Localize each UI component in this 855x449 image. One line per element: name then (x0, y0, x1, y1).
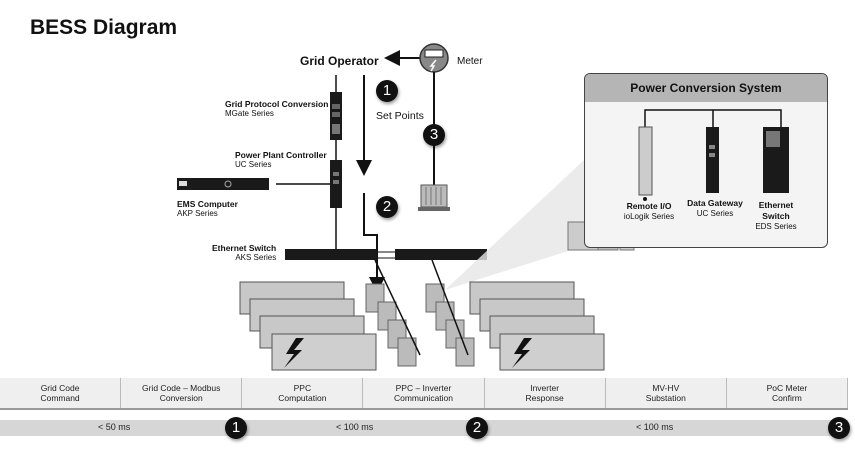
timing-label-3: < 100 ms (636, 422, 674, 432)
ppc-device-icon (330, 160, 342, 208)
device-name: EMS Computer (177, 199, 238, 209)
pcs-title: Power Conversion System (585, 74, 827, 102)
meter-icon (419, 43, 449, 73)
page-title: BESS Diagram (30, 16, 178, 39)
ems-label: EMS Computer AKP Series (177, 199, 238, 218)
mgate-device-icon (330, 92, 342, 140)
pcs-devices (638, 109, 789, 201)
device-name: Power Plant Controller (235, 150, 327, 160)
device-series: AKP Series (177, 209, 218, 218)
ethernet-switch-label: Ethernet Switch AKS Series (212, 243, 276, 262)
ems-computer-icon (177, 178, 269, 190)
set-points-label: Set Points (376, 110, 424, 122)
battery-containers-left (239, 281, 377, 371)
timing-label-2: < 100 ms (336, 422, 374, 432)
step-badge-3: 3 (423, 124, 445, 146)
timing-label-1: < 50 ms (98, 422, 131, 432)
grid-operator-label: Grid Operator (300, 54, 379, 68)
pcs-item-name: Data Gateway (687, 198, 743, 208)
device-name: Ethernet Switch (212, 243, 277, 253)
pcs-callout-wedge (445, 160, 584, 290)
battery-containers-right (469, 281, 605, 371)
timeline-badge-3: 3 (828, 417, 850, 439)
transformer-icon (418, 184, 450, 211)
eds-switch-icon (763, 127, 789, 193)
step-badge-2: 2 (376, 196, 398, 218)
pcs-item-name: Ethernet (758, 200, 794, 210)
device-name: Grid Protocol Conversion (225, 99, 329, 109)
device-series: AKS Series (235, 253, 277, 262)
pcs-item-name: Switch (762, 211, 790, 221)
device-series: MGate Series (225, 109, 274, 118)
remote-io-icon (638, 126, 653, 201)
meter-label: Meter (457, 56, 483, 67)
timeline-badge-1: 1 (225, 417, 247, 439)
timeline-badge-2: 2 (466, 417, 488, 439)
step-badge-1: 1 (376, 80, 398, 102)
pcs-item-name: Remote I/O (626, 201, 672, 211)
aks-switch-icon (285, 249, 487, 260)
inverters (365, 259, 475, 367)
grid-protocol-label: Grid Protocol Conversion MGate Series (225, 99, 328, 118)
pcs-item-series: UC Series (696, 209, 734, 218)
timing-bar (0, 420, 848, 436)
ppc-label: Power Plant Controller UC Series (235, 150, 327, 169)
device-series: UC Series (235, 160, 272, 169)
data-gateway-icon (706, 127, 719, 193)
pcs-item-series: EDS Series (755, 222, 797, 231)
pcs-item-series: ioLogik Series (623, 212, 675, 221)
